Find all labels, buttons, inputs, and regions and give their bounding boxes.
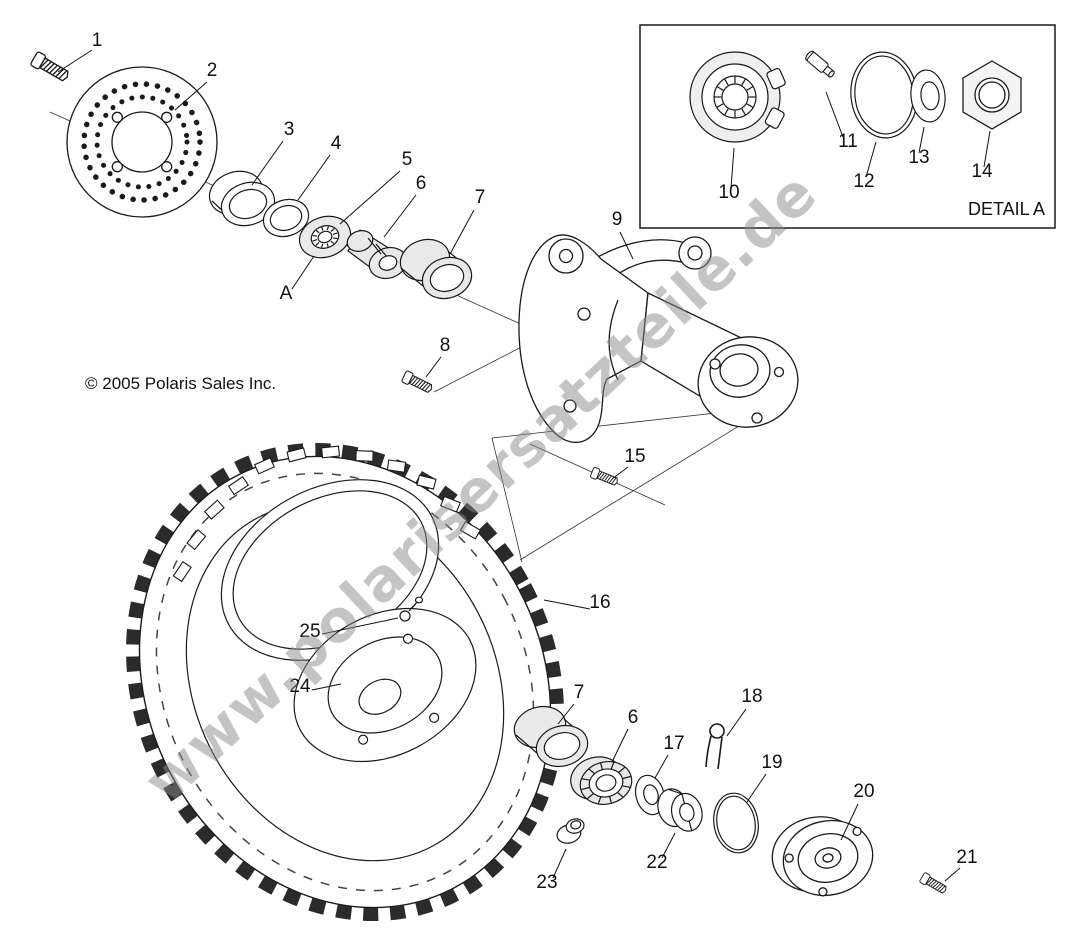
- part-11-pin: [805, 50, 835, 78]
- callout-12: 12: [853, 171, 874, 192]
- callout-15: 15: [624, 446, 645, 467]
- callout-22: 22: [646, 852, 667, 873]
- part-10-drive-hub: [689, 51, 786, 143]
- callout-19: 19: [761, 752, 782, 773]
- callout-7: 7: [475, 187, 486, 208]
- part-5-bearing-cone: [298, 210, 352, 264]
- callout-9: 9: [612, 209, 623, 230]
- part-22-castle-nut: [657, 788, 703, 832]
- part-2-brake-disc: [66, 66, 218, 218]
- callout-leaders: [57, 49, 991, 882]
- callout-6b: 6: [628, 707, 639, 728]
- part-24-rim: [293, 607, 477, 763]
- callout-20: 20: [853, 781, 874, 802]
- copyright-text: © 2005 Polaris Sales Inc.: [85, 374, 276, 393]
- callout-23: 23: [536, 872, 557, 893]
- detail-a-box: [639, 24, 1056, 229]
- tire-knob-ring: [126, 442, 564, 922]
- detail-a-label: DETAIL A: [968, 199, 1045, 219]
- part-25-valve-stem: [399, 596, 424, 622]
- part-4-washer: [262, 198, 310, 238]
- tire-knobs: [172, 445, 482, 583]
- callout-24: 24: [289, 676, 311, 697]
- part-8-bolt: [400, 369, 435, 396]
- callout-10: 10: [718, 182, 739, 203]
- part-6-bearing: [346, 229, 408, 280]
- part-23-nut: [556, 818, 585, 844]
- part-7-bearing-cup: [399, 238, 473, 300]
- callout-7b: 7: [574, 682, 585, 703]
- part-18-cotter-pin: [705, 723, 725, 770]
- callout-5: 5: [402, 149, 413, 170]
- callout-25: 25: [299, 621, 320, 642]
- part-20-cap: [771, 816, 874, 897]
- callout-2: 2: [207, 60, 218, 81]
- part-6b-bearing: [566, 749, 637, 812]
- callout-A: A: [280, 283, 293, 304]
- callout-13: 13: [908, 147, 929, 168]
- part-21-screw: [918, 871, 949, 896]
- callout-3: 3: [284, 119, 295, 140]
- part-13-washer: [910, 69, 946, 123]
- callout-8: 8: [440, 335, 451, 356]
- callout-1: 1: [92, 30, 103, 51]
- callout-6: 6: [416, 173, 427, 194]
- part-9-hub-spindle: [518, 234, 799, 444]
- part-3-seal: [208, 170, 276, 227]
- callout-14: 14: [971, 161, 993, 182]
- callout-16: 16: [589, 592, 610, 613]
- callout-18: 18: [741, 686, 762, 707]
- callout-21: 21: [956, 847, 977, 868]
- part-16-tire: [126, 442, 564, 922]
- part-7b-bearing-cup: [513, 705, 589, 768]
- part-14-hex-nut: [962, 60, 1022, 130]
- callout-11: 11: [838, 131, 858, 152]
- callout-17: 17: [663, 733, 684, 754]
- callout-4: 4: [331, 133, 342, 154]
- part-19-oring: [713, 792, 759, 854]
